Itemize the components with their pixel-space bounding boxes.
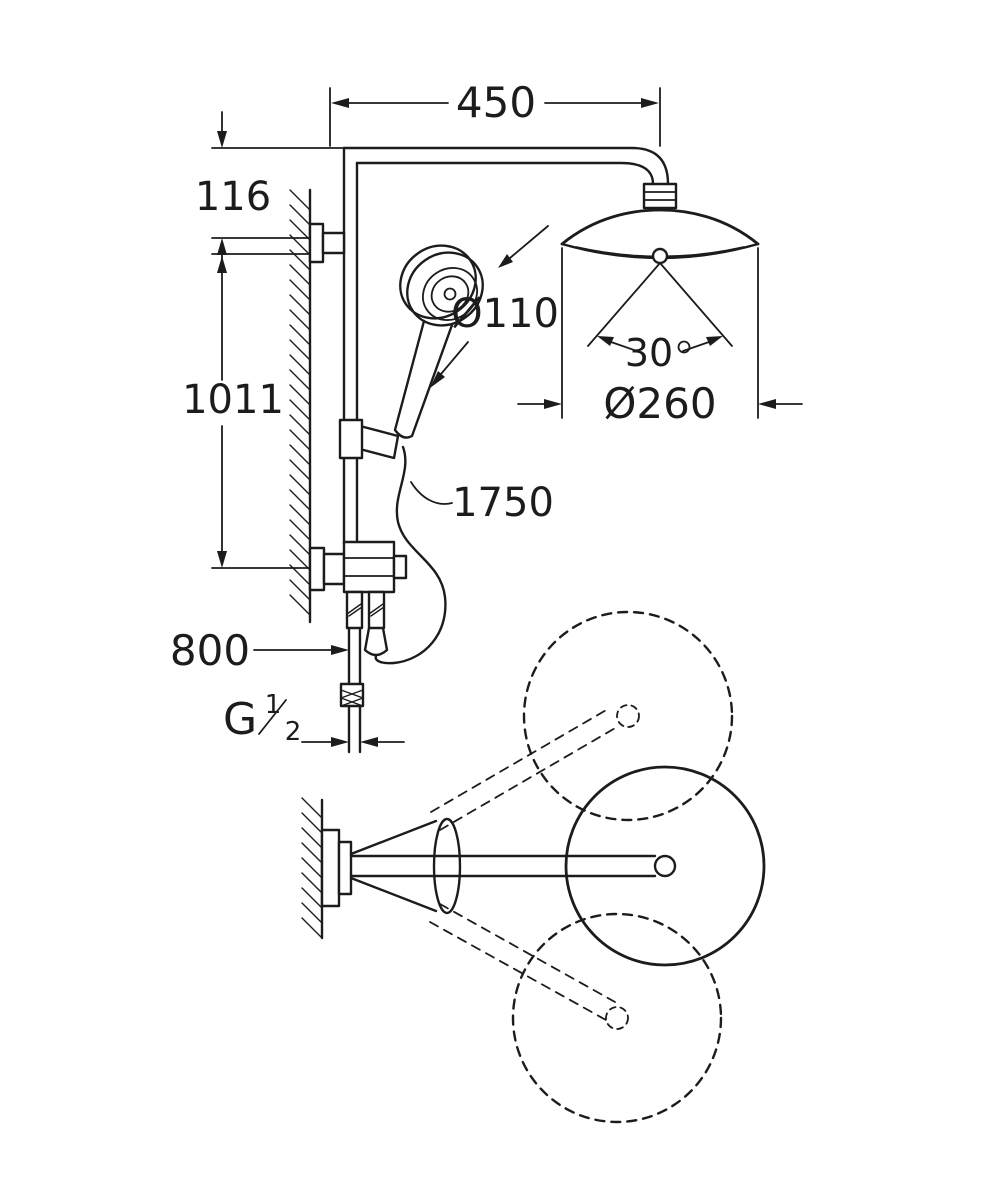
head-dome xyxy=(560,208,760,246)
wall-section-top xyxy=(301,797,324,940)
hand-shower-face xyxy=(406,251,484,327)
shower-arm xyxy=(342,146,670,186)
diverter-knob xyxy=(392,554,408,580)
riser-pipe xyxy=(342,146,359,546)
hand-shower-holder xyxy=(338,418,400,460)
dim-450-label: 450 xyxy=(456,78,536,127)
dim-30-label: 30 xyxy=(625,331,673,375)
supply-pipe xyxy=(339,626,365,754)
dim-110: Ø110 xyxy=(430,225,559,388)
thread-letter-label: G xyxy=(223,694,257,745)
shower-hose xyxy=(374,445,447,665)
dim-1750-label: 1750 xyxy=(452,480,554,526)
degree-symbol xyxy=(677,340,691,354)
spray-line-right xyxy=(659,262,733,347)
dim-260-label: Ø260 xyxy=(603,379,716,428)
dim-116: 116 xyxy=(195,111,271,271)
hand-shower-handle xyxy=(393,319,454,439)
wall-hatching-front xyxy=(289,189,311,616)
wall-mount-top xyxy=(320,828,353,908)
head-shower-front xyxy=(560,182,760,347)
spray-line-left xyxy=(587,262,661,347)
dim-800-label: 800 xyxy=(170,626,250,675)
head-connector-nut xyxy=(642,182,678,210)
dim-30deg: 30 xyxy=(597,331,723,375)
wall-hatching-top xyxy=(301,797,323,939)
dim-116-label: 116 xyxy=(195,174,271,220)
head-ball-joint xyxy=(651,247,669,265)
dim-110-label: Ø110 xyxy=(451,291,559,337)
shower-arm-top xyxy=(349,854,657,878)
top-view xyxy=(301,610,766,1124)
swivel-position-upper xyxy=(430,610,734,831)
head-shower-top xyxy=(564,765,766,967)
dim-g-half: G 1 2 xyxy=(223,690,405,747)
front-view: 450 116 1011 xyxy=(170,78,803,754)
dimensions: 450 116 1011 xyxy=(170,78,803,747)
dim-450: 450 xyxy=(329,78,661,147)
thread-denominator-label: 2 xyxy=(285,717,302,747)
diverter-body xyxy=(342,540,396,594)
hose-cone-fitting xyxy=(363,626,389,657)
upper-wall-bracket xyxy=(308,222,346,264)
dim-1750: 1750 xyxy=(410,480,554,526)
dim-1011-label: 1011 xyxy=(182,377,284,423)
dim-260: Ø260 xyxy=(517,247,803,428)
dim-1011: 1011 xyxy=(182,256,284,568)
swivel-position-lower xyxy=(429,903,723,1124)
dim-800: 800 xyxy=(170,626,349,675)
check-valve-right xyxy=(367,590,386,630)
swivel-cone xyxy=(349,817,462,915)
hand-shower xyxy=(393,244,484,439)
bottom-assembly xyxy=(308,540,408,657)
check-valve-left xyxy=(345,590,364,630)
